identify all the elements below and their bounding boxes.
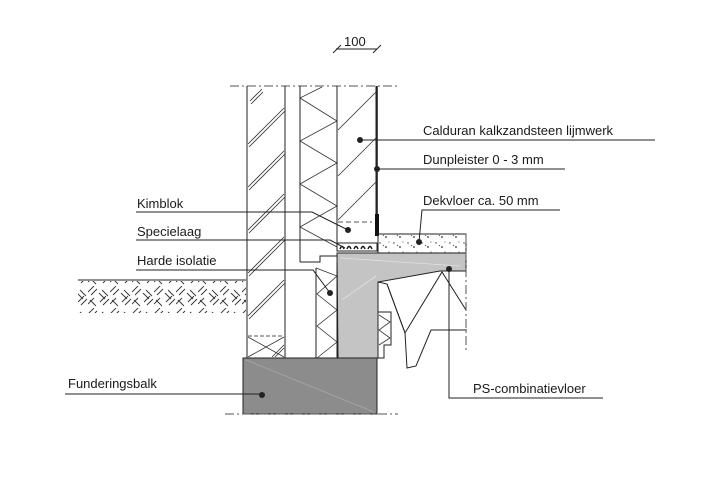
outer-leaf-wall — [246, 86, 286, 360]
label-calduran: Calduran kalkzandsteen lijmwerk — [357, 123, 655, 143]
foundation-beam — [242, 357, 378, 415]
label-harde-isolatie: Harde isolatie — [136, 253, 333, 296]
scale-marker: 100 — [332, 34, 382, 54]
label-dunpleister: Dunpleister 0 - 3 mm — [374, 152, 565, 172]
hard-insulation — [315, 262, 338, 359]
label-specielaag: Specielaag — [136, 224, 346, 249]
svg-text:Harde isolatie: Harde isolatie — [137, 253, 217, 268]
svg-text:Calduran kalkzandsteen lijmwer: Calduran kalkzandsteen lijmwerk — [423, 123, 614, 138]
svg-text:Dunpleister 0 - 3 mm: Dunpleister 0 - 3 mm — [423, 152, 544, 167]
cavity-insulation — [299, 86, 338, 262]
label-dekvloer: Dekvloer ca. 50 mm — [416, 193, 560, 245]
svg-text:PS-combinatievloer: PS-combinatievloer — [473, 381, 586, 396]
soil-hatch — [78, 279, 246, 313]
label-ps-combinatievloer: PS-combinatievloer — [446, 266, 603, 399]
label-funderingsbalk: Funderingsbalk — [65, 376, 265, 398]
eps-floor-blocks — [377, 271, 467, 369]
svg-text:Specielaag: Specielaag — [137, 224, 201, 239]
kimblok-outline — [300, 255, 337, 263]
svg-text:Kimblok: Kimblok — [137, 196, 184, 211]
inner-leaf-calduran — [337, 86, 379, 236]
svg-text:Funderingsbalk: Funderingsbalk — [68, 376, 157, 391]
label-kimblok: Kimblok — [136, 196, 351, 233]
svg-text:Dekvloer ca. 50 mm: Dekvloer ca. 50 mm — [423, 193, 539, 208]
screed-layer — [377, 233, 467, 254]
scale-label: 100 — [344, 34, 366, 49]
